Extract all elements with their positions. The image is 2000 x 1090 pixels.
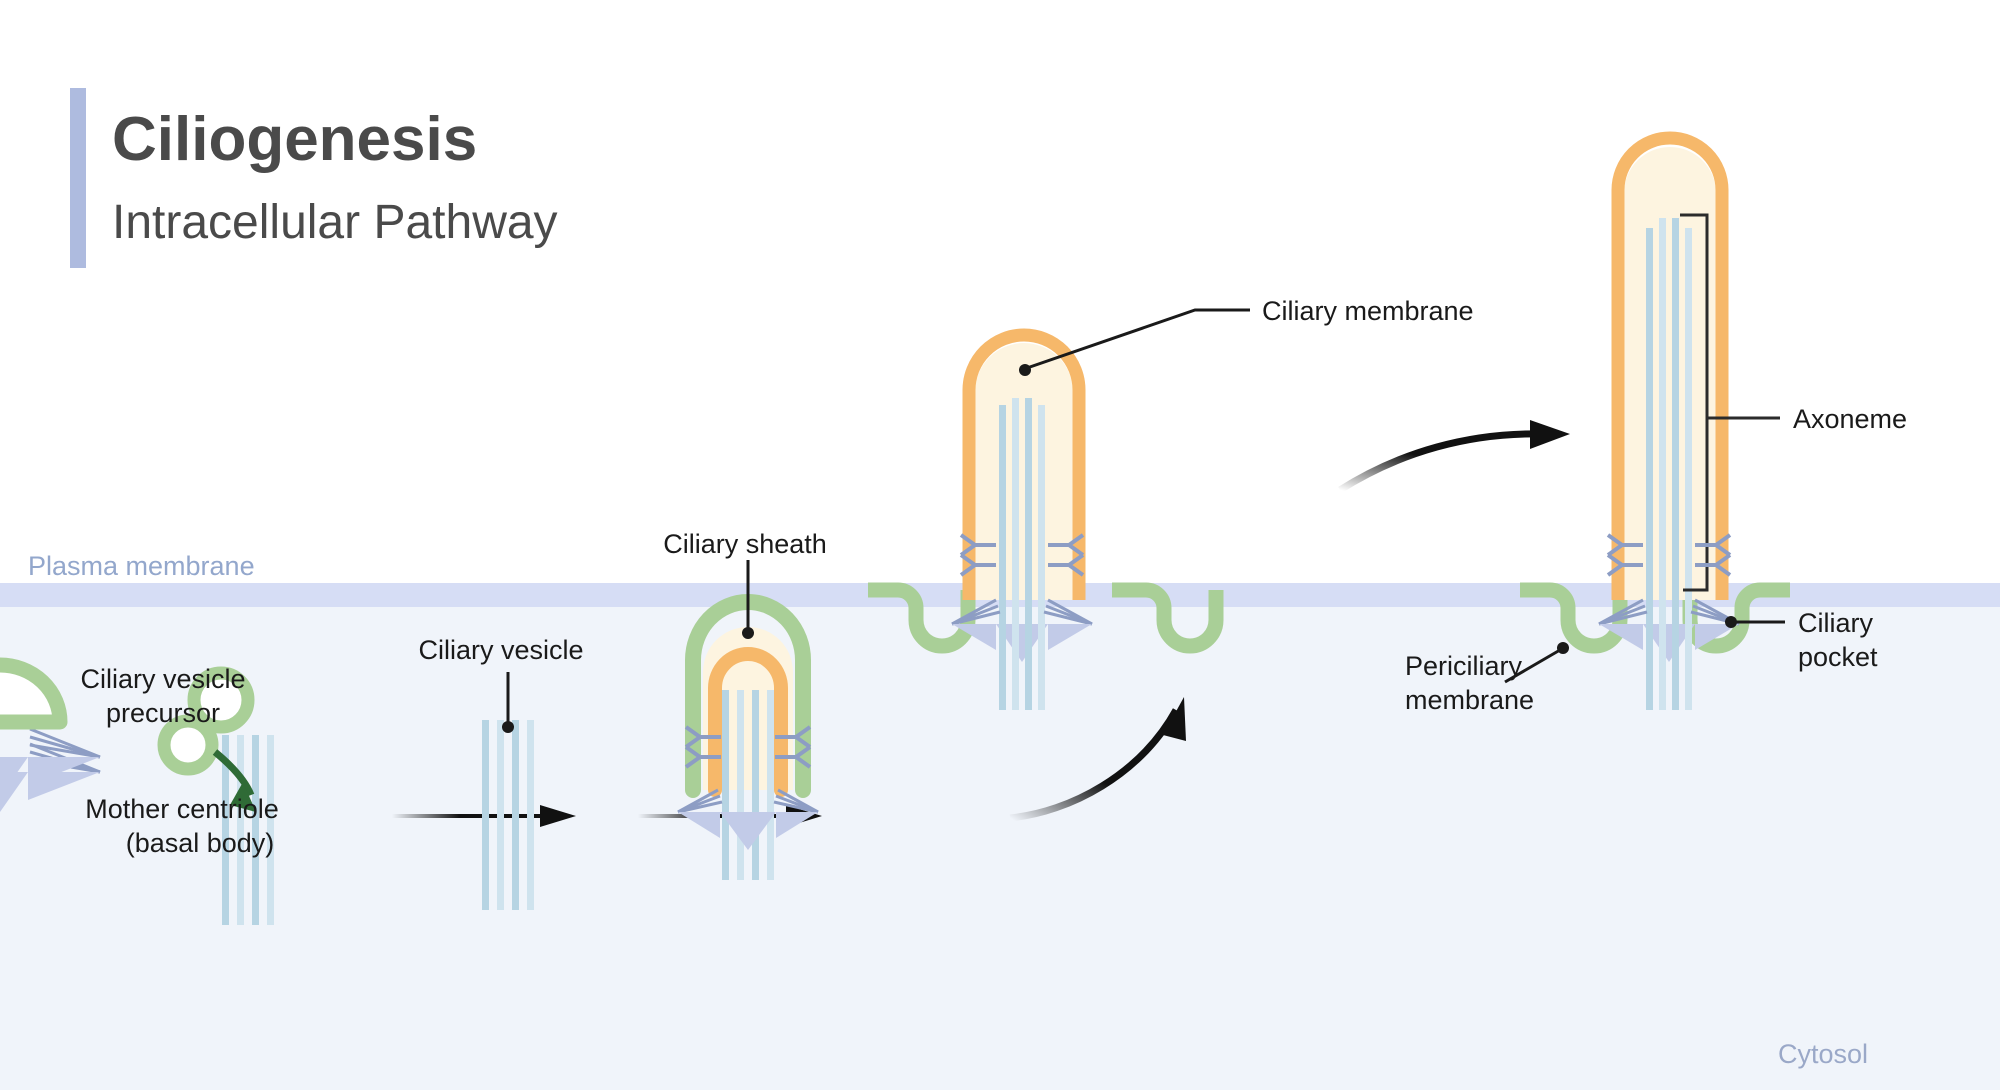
arrow-stage3-to-stage4: [1009, 697, 1186, 822]
cytosol-label: Cytosol: [1778, 1039, 1868, 1069]
label-axoneme: Axoneme: [1793, 404, 1907, 434]
title-accent-bar: [70, 88, 86, 268]
label-ciliary-vesicle-precursor-line2: precursor: [106, 698, 220, 728]
stage-2-ciliary-vesicle: [0, 657, 534, 910]
leader-ciliary-pocket: [1725, 616, 1785, 628]
page-title: Ciliogenesis: [112, 105, 477, 174]
precursor-vesicle-lower: [157, 714, 219, 776]
basal-body-stage5: [1646, 620, 1692, 710]
label-mother-centriole-line2: (basal body): [126, 828, 275, 858]
label-ciliary-pocket-line1: Ciliary: [1798, 608, 1874, 638]
stage-5-mature-cilium: [1520, 131, 1790, 710]
precursor-vesicle-upper: [187, 666, 255, 734]
label-ciliary-vesicle-precursor-line1: Ciliary vesicle: [80, 664, 245, 694]
leader-ciliary-vesicle: [502, 672, 514, 733]
periciliary-membrane-right: [868, 582, 976, 654]
label-ciliary-pocket-line2: pocket: [1798, 642, 1878, 672]
ciliary-membrane-stage5: [1611, 131, 1729, 600]
label-ciliary-vesicle: Ciliary vesicle: [418, 635, 583, 665]
transition-zone-y-links: [684, 725, 812, 769]
transition-zone-y-links-stage5: [1606, 533, 1732, 577]
arrow-stage1-to-stage2: [392, 805, 576, 827]
plasma-membrane-label: Plasma membrane: [28, 551, 255, 581]
periciliary-membrane-right-stage5: [1682, 582, 1790, 654]
stage-4-ciliary-pocket-formation: [868, 328, 1224, 710]
label-periciliary-membrane-line1: Periciliary: [1405, 651, 1523, 681]
label-ciliary-membrane-line1: Ciliary membrane: [1262, 296, 1474, 326]
leader-periciliary-membrane: [1504, 642, 1569, 684]
periciliary-membrane-left-stage5: [1520, 582, 1628, 654]
basal-body-stage4: [999, 620, 1045, 710]
axoneme-stage4: [999, 398, 1045, 685]
arrow-precursor-to-centriole: [212, 749, 256, 812]
label-ciliary-sheath: Ciliary sheath: [663, 529, 827, 559]
leader-ciliary-membrane: [1019, 308, 1250, 376]
ciliary-vesicle-dome: [0, 657, 68, 730]
axoneme-bracket: [1680, 213, 1709, 592]
label-periciliary-membrane-line2: membrane: [1405, 685, 1534, 715]
ciliary-membrane-stage4: [962, 328, 1086, 600]
cilium-lumen: [975, 343, 1073, 600]
distal-appendage-right: [28, 772, 100, 800]
arrow-stage4-to-stage5: [1338, 420, 1570, 493]
label-mother-centriole-line1: Mother centriole: [85, 794, 279, 824]
periciliary-membrane-left: [1112, 582, 1224, 654]
subdistal-appendages: [29, 727, 101, 759]
axoneme-stage5: [1646, 218, 1692, 683]
nascent-ciliary-membrane: [708, 647, 788, 797]
leader-ciliary-sheath: [742, 560, 754, 639]
page-subtitle: Intracellular Pathway: [112, 196, 558, 249]
transition-zone-y-links: [959, 533, 1085, 577]
